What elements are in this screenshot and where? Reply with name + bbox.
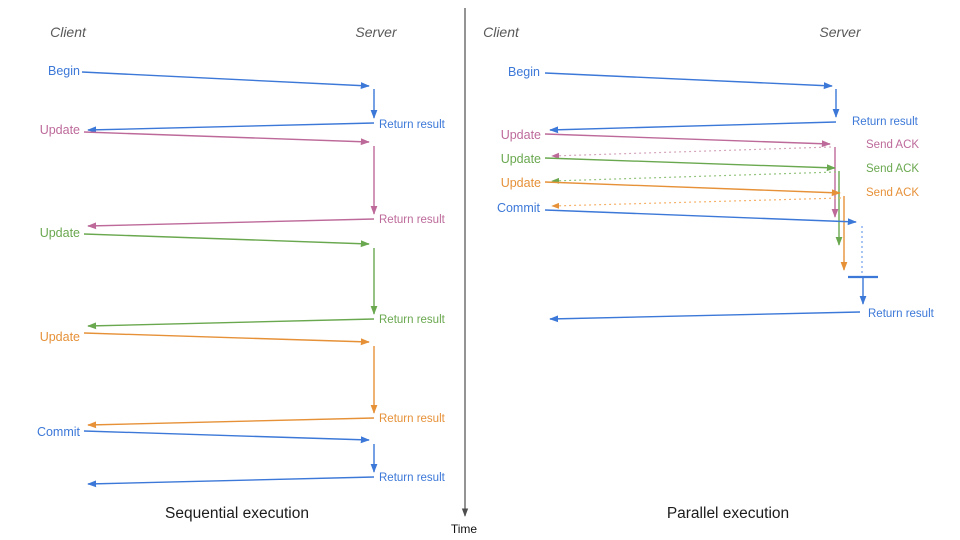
seq-begin-label: Begin	[48, 64, 80, 78]
par-commit-label: Commit	[497, 201, 541, 215]
par-update1-ack-arrow	[551, 146, 832, 159]
par-update2-label: Update	[501, 152, 541, 166]
seq-commit-request-arrow	[83, 430, 370, 444]
seq-commit-response-arrow	[87, 476, 375, 488]
seq-update2-response-arrow	[87, 318, 375, 330]
sequential-panel-title: Sequential execution	[165, 505, 309, 522]
par-update1-ack-label: Send ACK	[866, 139, 919, 151]
par-update2-request-arrow	[544, 157, 836, 172]
sequential-panel: Client Server Begin Return result Update…	[37, 24, 446, 522]
seq-begin-request-arrow	[81, 71, 370, 90]
seq-commit-label: Commit	[37, 425, 81, 439]
time-axis: Time	[451, 8, 478, 536]
seq-update1-return-label: Return result	[379, 214, 446, 226]
seq-server-header: Server	[355, 24, 398, 40]
seq-update2-return-label: Return result	[379, 314, 446, 326]
seq-update3-label: Update	[40, 330, 80, 344]
par-server-header: Server	[819, 24, 862, 40]
time-axis-label: Time	[451, 522, 478, 536]
par-begin-label: Begin	[508, 65, 540, 79]
seq-update3-return-label: Return result	[379, 413, 446, 425]
seq-begin-return-label: Return result	[379, 119, 446, 131]
parallel-panel-title: Parallel execution	[667, 505, 789, 522]
seq-update1-response-arrow	[87, 218, 375, 230]
par-update3-ack-label: Send ACK	[866, 187, 919, 199]
par-update2-ack-label: Send ACK	[866, 163, 919, 175]
par-update1-label: Update	[501, 128, 541, 142]
seq-begin-response-arrow	[87, 122, 375, 134]
par-update1-request-arrow	[544, 133, 831, 148]
par-begin-request-arrow	[544, 72, 833, 90]
seq-update1-request-arrow	[83, 131, 370, 146]
par-update3-label: Update	[501, 176, 541, 190]
seq-commit-return-label: Return result	[379, 472, 446, 484]
par-commit-return-label: Return result	[868, 308, 935, 320]
par-commit-response-arrow	[549, 311, 861, 323]
seq-update2-request-arrow	[83, 233, 370, 248]
seq-update3-response-arrow	[87, 417, 375, 429]
par-begin-response-arrow	[549, 121, 837, 134]
seq-update3-request-arrow	[83, 332, 370, 346]
par-update3-ack-arrow	[551, 197, 842, 209]
parallel-panel: Client Server Begin Return result Update…	[483, 24, 935, 522]
seq-update1-label: Update	[40, 123, 80, 137]
par-client-header: Client	[483, 24, 520, 40]
par-begin-return-label: Return result	[852, 116, 919, 128]
seq-client-header: Client	[50, 24, 87, 40]
par-update2-ack-arrow	[551, 171, 837, 184]
par-commit-request-arrow	[544, 209, 857, 226]
seq-update2-label: Update	[40, 226, 80, 240]
par-update3-request-arrow	[544, 181, 841, 197]
